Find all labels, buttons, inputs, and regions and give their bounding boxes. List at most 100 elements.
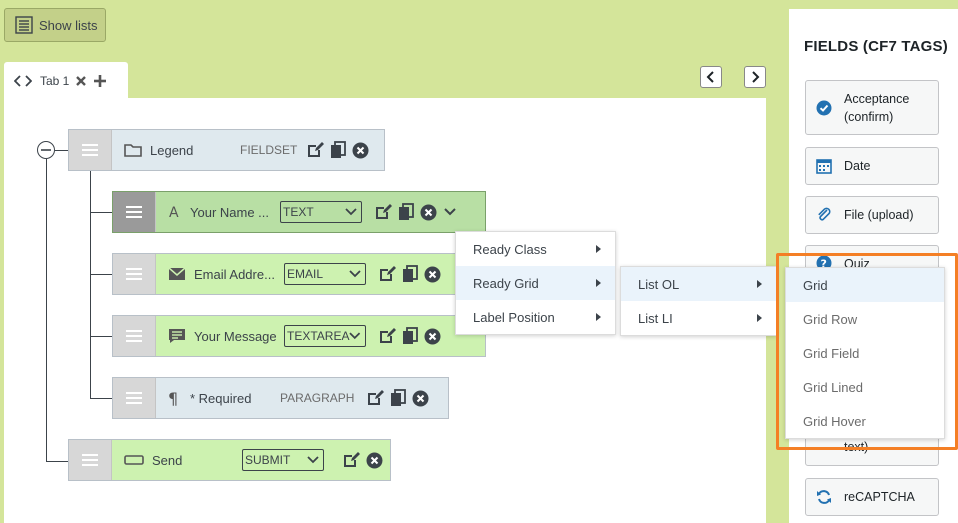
menu-item-grid-hover[interactable]: Grid Hover <box>786 404 944 438</box>
menu-item-label: Grid Field <box>803 345 860 361</box>
textarea-icon <box>169 329 185 343</box>
field-row-fieldset[interactable]: Legend FIELDSET <box>68 129 385 171</box>
menu-item-grid[interactable]: Grid <box>786 268 944 302</box>
show-lists-button[interactable]: Show lists <box>4 8 106 42</box>
tag-file-button[interactable]: File (upload) <box>805 196 939 234</box>
delete-icon[interactable] <box>352 142 369 159</box>
edit-icon[interactable] <box>374 203 392 221</box>
duplicate-icon[interactable] <box>390 389 406 407</box>
add-tab-icon[interactable] <box>93 74 107 88</box>
menu-item-label: Grid <box>803 277 828 293</box>
menu-item-label-position[interactable]: Label Position <box>456 300 615 334</box>
drag-handle[interactable] <box>113 254 156 294</box>
delete-icon[interactable] <box>366 452 383 469</box>
drag-handle[interactable] <box>69 440 112 480</box>
caret-right-icon <box>596 279 601 287</box>
edit-icon[interactable] <box>342 451 360 469</box>
field-row-text[interactable]: A Your Name ... TEXT <box>112 191 486 233</box>
delete-icon[interactable] <box>412 390 429 407</box>
tag-recaptcha-button[interactable]: reCAPTCHA <box>805 478 939 516</box>
duplicate-icon[interactable] <box>398 203 414 221</box>
drag-handle[interactable] <box>69 130 112 170</box>
caret-right-icon <box>596 245 601 253</box>
drag-handle-icon <box>126 268 142 280</box>
drag-handle[interactable] <box>113 378 156 418</box>
expand-chevron-icon[interactable] <box>443 207 457 217</box>
drag-handle-icon <box>126 392 142 404</box>
paperclip-icon <box>818 207 831 221</box>
duplicate-icon[interactable] <box>402 327 418 345</box>
field-row-email[interactable]: Email Addre... EMAIL <box>112 253 486 295</box>
drag-handle-icon <box>126 206 142 218</box>
next-tab-button[interactable] <box>744 66 766 88</box>
submenu: List OL List LI <box>620 266 777 336</box>
field-type-select[interactable]: SUBMIT <box>242 449 324 471</box>
svg-text:?: ? <box>821 258 827 271</box>
field-type-select[interactable]: TEXTAREA <box>284 325 366 347</box>
menu-item-label: List OL <box>638 276 680 292</box>
menu-item-label: Grid Hover <box>803 413 866 429</box>
chevron-down-icon <box>307 456 319 464</box>
text-icon: A <box>169 205 179 219</box>
menu-item-label: Grid Lined <box>803 379 863 395</box>
drag-handle[interactable] <box>113 316 156 356</box>
delete-icon[interactable] <box>420 204 437 221</box>
delete-icon[interactable] <box>424 328 441 345</box>
fields-panel-title: FIELDS (CF7 TAGS) <box>804 38 948 55</box>
chevron-down-icon <box>349 270 361 278</box>
duplicate-icon[interactable] <box>402 265 418 283</box>
menu-item-ready-class[interactable]: Ready Class <box>456 232 615 266</box>
field-type-value: TEXTAREA <box>287 329 350 343</box>
edit-icon[interactable] <box>378 265 396 283</box>
field-row-textarea[interactable]: Your Message TEXTAREA <box>112 315 486 357</box>
field-name: Legend <box>150 142 194 158</box>
chevron-left-icon <box>706 71 714 83</box>
tree-line <box>55 150 68 151</box>
highlight-frame <box>776 253 958 450</box>
refresh-icon <box>817 490 831 504</box>
button-icon <box>124 455 144 465</box>
caret-right-icon <box>757 314 762 322</box>
menu-item-list-li[interactable]: List LI <box>621 301 776 335</box>
menu-item-grid-field[interactable]: Grid Field <box>786 336 944 370</box>
tag-date-button[interactable]: Date <box>805 147 939 185</box>
edit-icon[interactable] <box>366 389 384 407</box>
duplicate-icon[interactable] <box>330 141 346 159</box>
field-type-select[interactable]: EMAIL <box>284 263 366 285</box>
tag-acceptance-button[interactable]: Acceptance (confirm) <box>805 80 939 135</box>
help-icon: ? <box>816 255 832 271</box>
collapse-toggle[interactable] <box>37 141 55 159</box>
menu-item-ready-grid[interactable]: Ready Grid <box>456 266 615 300</box>
menu-item-label: Ready Grid <box>473 275 539 291</box>
svg-text:¶: ¶ <box>168 390 178 406</box>
tree-line <box>90 212 112 213</box>
delete-icon[interactable] <box>424 266 441 283</box>
field-name: Email Addre... <box>194 266 275 282</box>
code-icon <box>14 75 32 87</box>
menu-item-list-ol[interactable]: List OL <box>621 267 776 301</box>
field-row-paragraph[interactable]: ¶ * Required PARAGRAPH <box>112 377 449 419</box>
tab-label: Tab 1 <box>40 74 70 88</box>
menu-item-grid-row[interactable]: Grid Row <box>786 302 944 336</box>
menu-item-grid-lined[interactable]: Grid Lined <box>786 370 944 404</box>
tag-label: Acceptance (confirm) <box>844 91 910 124</box>
drag-handle-icon <box>82 144 98 156</box>
calendar-icon <box>816 159 832 174</box>
menu-item-label: Ready Class <box>473 241 547 257</box>
menu-item-label: Grid Row <box>803 311 858 327</box>
drag-handle-icon <box>126 330 142 342</box>
field-name: * Required <box>190 390 252 406</box>
edit-icon[interactable] <box>378 327 396 345</box>
caret-right-icon <box>596 313 601 321</box>
email-icon <box>168 267 186 280</box>
show-lists-label: Show lists <box>39 17 98 33</box>
close-tab-icon[interactable] <box>75 75 87 87</box>
edit-icon[interactable] <box>306 141 324 159</box>
menu-item-label: Label Position <box>473 309 555 325</box>
field-type-select[interactable]: TEXT <box>280 201 362 223</box>
field-row-submit[interactable]: Send SUBMIT <box>68 439 391 481</box>
drag-handle[interactable] <box>113 192 156 232</box>
tree-line <box>46 461 68 462</box>
tab-1[interactable]: Tab 1 <box>4 62 128 100</box>
prev-tab-button[interactable] <box>700 66 722 88</box>
